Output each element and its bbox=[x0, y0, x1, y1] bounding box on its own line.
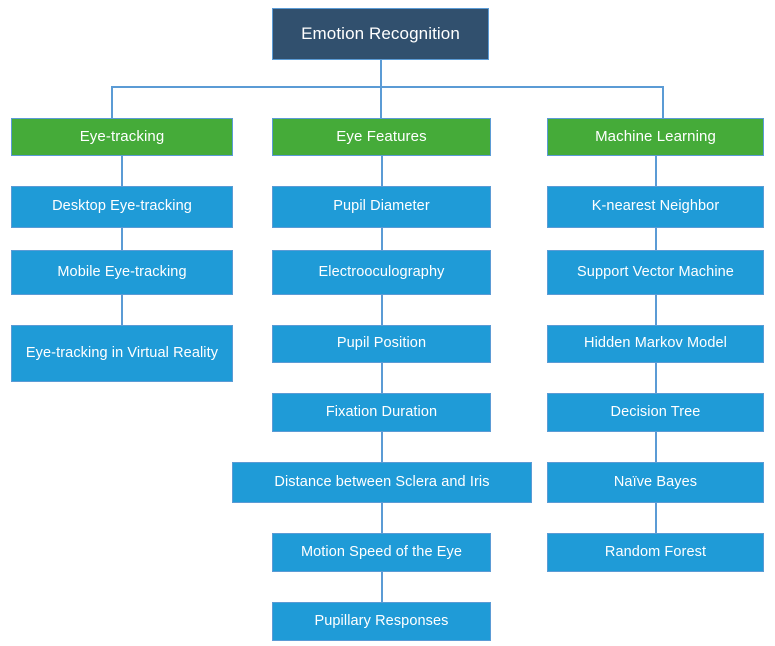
node-label: Eye-tracking in Virtual Reality bbox=[25, 344, 219, 361]
connector-col2-link-6 bbox=[381, 503, 383, 533]
node-label: Random Forest bbox=[604, 543, 707, 560]
node-random-forest[interactable]: Random Forest bbox=[547, 533, 764, 572]
connector-col3-link-5 bbox=[655, 432, 657, 462]
node-electrooculography[interactable]: Electrooculography bbox=[272, 250, 491, 295]
node-label: Eye Features bbox=[336, 128, 427, 146]
node-k-nearest-neighbor[interactable]: K-nearest Neighbor bbox=[547, 186, 764, 228]
node-emotion-recognition[interactable]: Emotion Recognition bbox=[272, 8, 489, 60]
node-label: Pupillary Responses bbox=[314, 612, 449, 629]
node-decision-tree[interactable]: Decision Tree bbox=[547, 393, 764, 432]
node-pupil-diameter[interactable]: Pupil Diameter bbox=[272, 186, 491, 228]
node-label: Pupil Diameter bbox=[333, 198, 430, 215]
node-label: Machine Learning bbox=[595, 128, 716, 146]
connector-col1-link-2 bbox=[121, 228, 123, 250]
connector-col2-link-5 bbox=[381, 432, 383, 462]
node-naive-bayes[interactable]: Naïve Bayes bbox=[547, 462, 764, 503]
node-support-vector-machine[interactable]: Support Vector Machine bbox=[547, 250, 764, 295]
node-label: Motion Speed of the Eye bbox=[300, 543, 463, 560]
connector-col3-link-2 bbox=[655, 228, 657, 250]
node-motion-speed-of-the-eye[interactable]: Motion Speed of the Eye bbox=[272, 533, 491, 572]
node-label: Emotion Recognition bbox=[301, 23, 460, 43]
node-hidden-markov-model[interactable]: Hidden Markov Model bbox=[547, 325, 764, 363]
node-pupillary-responses[interactable]: Pupillary Responses bbox=[272, 602, 491, 641]
node-pupil-position[interactable]: Pupil Position bbox=[272, 325, 491, 363]
node-label: Distance between Sclera and Iris bbox=[274, 473, 490, 490]
node-label: Pupil Position bbox=[336, 335, 427, 352]
node-label: K-nearest Neighbor bbox=[591, 198, 720, 215]
node-label: Hidden Markov Model bbox=[584, 335, 727, 352]
connector-col3-link-3 bbox=[655, 295, 657, 325]
connector-col1-link-1 bbox=[121, 156, 123, 186]
node-label: Electrooculography bbox=[318, 263, 445, 280]
node-eye-tracking-in-virtual-reality[interactable]: Eye-tracking in Virtual Reality bbox=[11, 325, 233, 382]
node-eye-tracking[interactable]: Eye-tracking bbox=[11, 118, 233, 156]
node-mobile-eye-tracking[interactable]: Mobile Eye-tracking bbox=[11, 250, 233, 295]
node-label: Desktop Eye-tracking bbox=[52, 198, 192, 215]
connector-col2-link-2 bbox=[381, 228, 383, 250]
node-label: Eye-tracking bbox=[79, 128, 165, 146]
node-label: Decision Tree bbox=[610, 403, 701, 420]
connector-col2-link-3 bbox=[381, 295, 383, 325]
connector-drop-eye-tracking bbox=[111, 86, 113, 118]
node-fixation-duration[interactable]: Fixation Duration bbox=[272, 393, 491, 432]
node-eye-features[interactable]: Eye Features bbox=[272, 118, 491, 156]
connector-col2-link-1 bbox=[381, 156, 383, 186]
connector-drop-machine-learning bbox=[662, 86, 664, 118]
connector-col3-link-4 bbox=[655, 363, 657, 393]
connector-drop-eye-features bbox=[380, 86, 382, 118]
node-desktop-eye-tracking[interactable]: Desktop Eye-tracking bbox=[11, 186, 233, 228]
connector-root-bus bbox=[111, 86, 663, 88]
node-label: Mobile Eye-tracking bbox=[57, 263, 187, 280]
node-distance-between-sclera-and-iris[interactable]: Distance between Sclera and Iris bbox=[232, 462, 532, 503]
connector-col3-link-1 bbox=[655, 156, 657, 186]
node-label: Naïve Bayes bbox=[613, 473, 698, 490]
connector-col2-link-4 bbox=[381, 363, 383, 393]
node-label: Fixation Duration bbox=[325, 403, 438, 420]
node-label: Support Vector Machine bbox=[577, 263, 734, 280]
connector-col2-link-7 bbox=[381, 572, 383, 602]
connector-col1-link-3 bbox=[121, 295, 123, 325]
node-machine-learning[interactable]: Machine Learning bbox=[547, 118, 764, 156]
connector-root-stem bbox=[380, 60, 382, 87]
connector-col3-link-6 bbox=[655, 503, 657, 533]
